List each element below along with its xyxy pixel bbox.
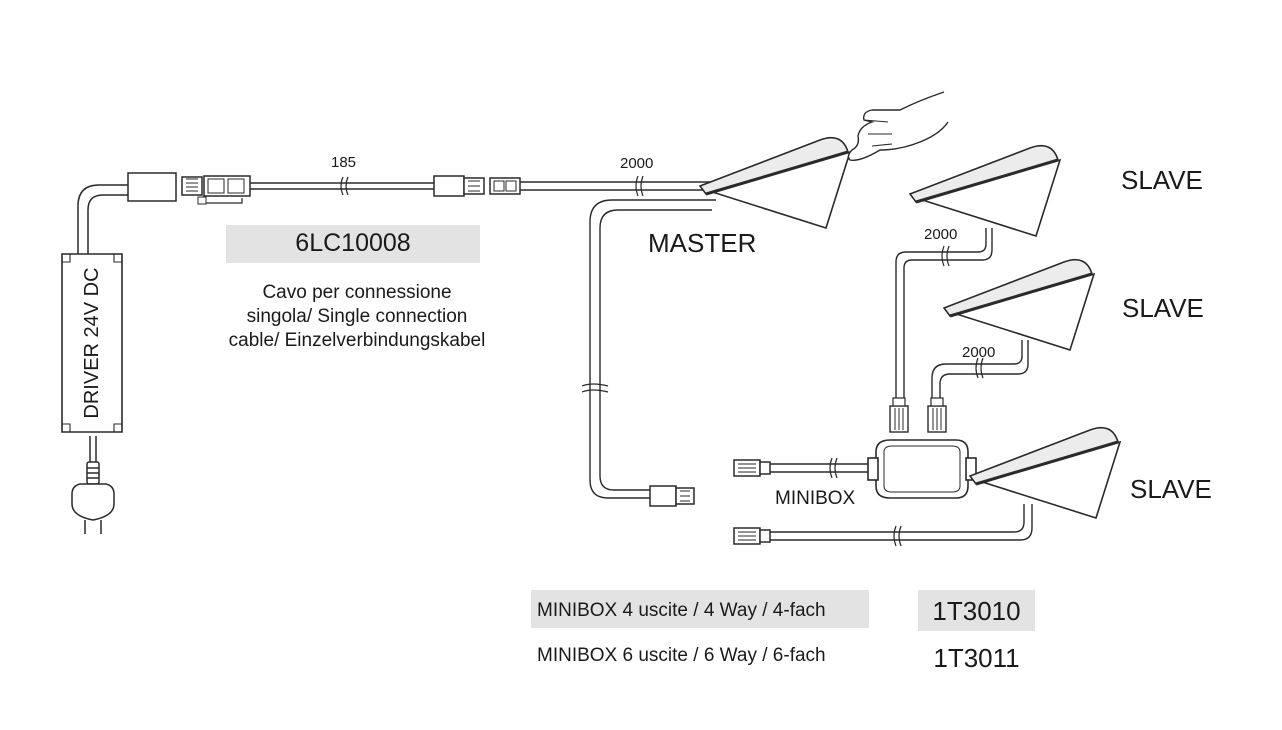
cable-slave2 <box>931 340 1029 398</box>
table-row-2-code: 1T3011 <box>933 643 1020 673</box>
cable-minibox-left <box>770 457 868 479</box>
length-master-label: 2000 <box>620 155 654 172</box>
cable-code: 6LC10008 <box>295 229 411 257</box>
cable-break-icon <box>433 175 521 197</box>
driver-label: DRIVER 24V DC <box>81 267 103 419</box>
triangle-lamp-icon <box>942 258 1096 352</box>
table-row-1-desc: MINIBOX 4 uscite / 4 Way / 4-fach <box>537 600 826 621</box>
driver-box-icon <box>61 253 123 433</box>
hand-icon <box>847 91 949 161</box>
table-row-1-desc-bg <box>531 590 869 628</box>
cable-desc-line-1: Cavo per connessione <box>262 282 452 303</box>
cable-185 <box>250 176 434 196</box>
connector-icon <box>889 397 947 433</box>
minibox-icon <box>867 439 977 499</box>
master-out-connector <box>649 485 695 507</box>
connector-icon <box>127 172 251 205</box>
table-row-1-code: 1T3010 <box>932 596 1021 626</box>
length-slave1-label: 2000 <box>924 226 958 243</box>
slave-2-label: SLAVE <box>1122 293 1204 323</box>
minibox-label: MINIBOX <box>775 488 856 509</box>
driver-cable <box>77 184 128 254</box>
table-row-1-code-bg <box>918 590 1035 631</box>
cable-desc-line-3: cable/ Einzelverbindungskabel <box>228 330 486 351</box>
cable-code-box <box>226 225 480 263</box>
length-slave2-label: 2000 <box>962 344 996 361</box>
cable-master-out <box>581 199 716 499</box>
cable-slave1 <box>895 228 993 398</box>
triangle-lamp-icon <box>698 136 852 230</box>
master-label: MASTER <box>648 228 757 258</box>
table-row-2-desc: MINIBOX 6 uscite / 6 Way / 6-fach <box>537 645 826 666</box>
cable-slave3 <box>770 504 1033 547</box>
triangle-lamp-icon <box>968 426 1122 520</box>
slave-1-label: SLAVE <box>1121 165 1203 195</box>
connector-icon <box>733 527 771 545</box>
length-185-label: 185 <box>331 154 357 171</box>
cable-master-in <box>520 175 712 197</box>
slave-3-label: SLAVE <box>1130 474 1212 504</box>
plug-icon <box>71 436 115 534</box>
connector-icon <box>733 459 771 477</box>
cable-desc-line-2: singola/ Single connection <box>246 306 468 327</box>
cable-description: Cavo per connessione singola/ Single con… <box>222 281 492 353</box>
triangle-lamp-icon <box>908 144 1062 238</box>
